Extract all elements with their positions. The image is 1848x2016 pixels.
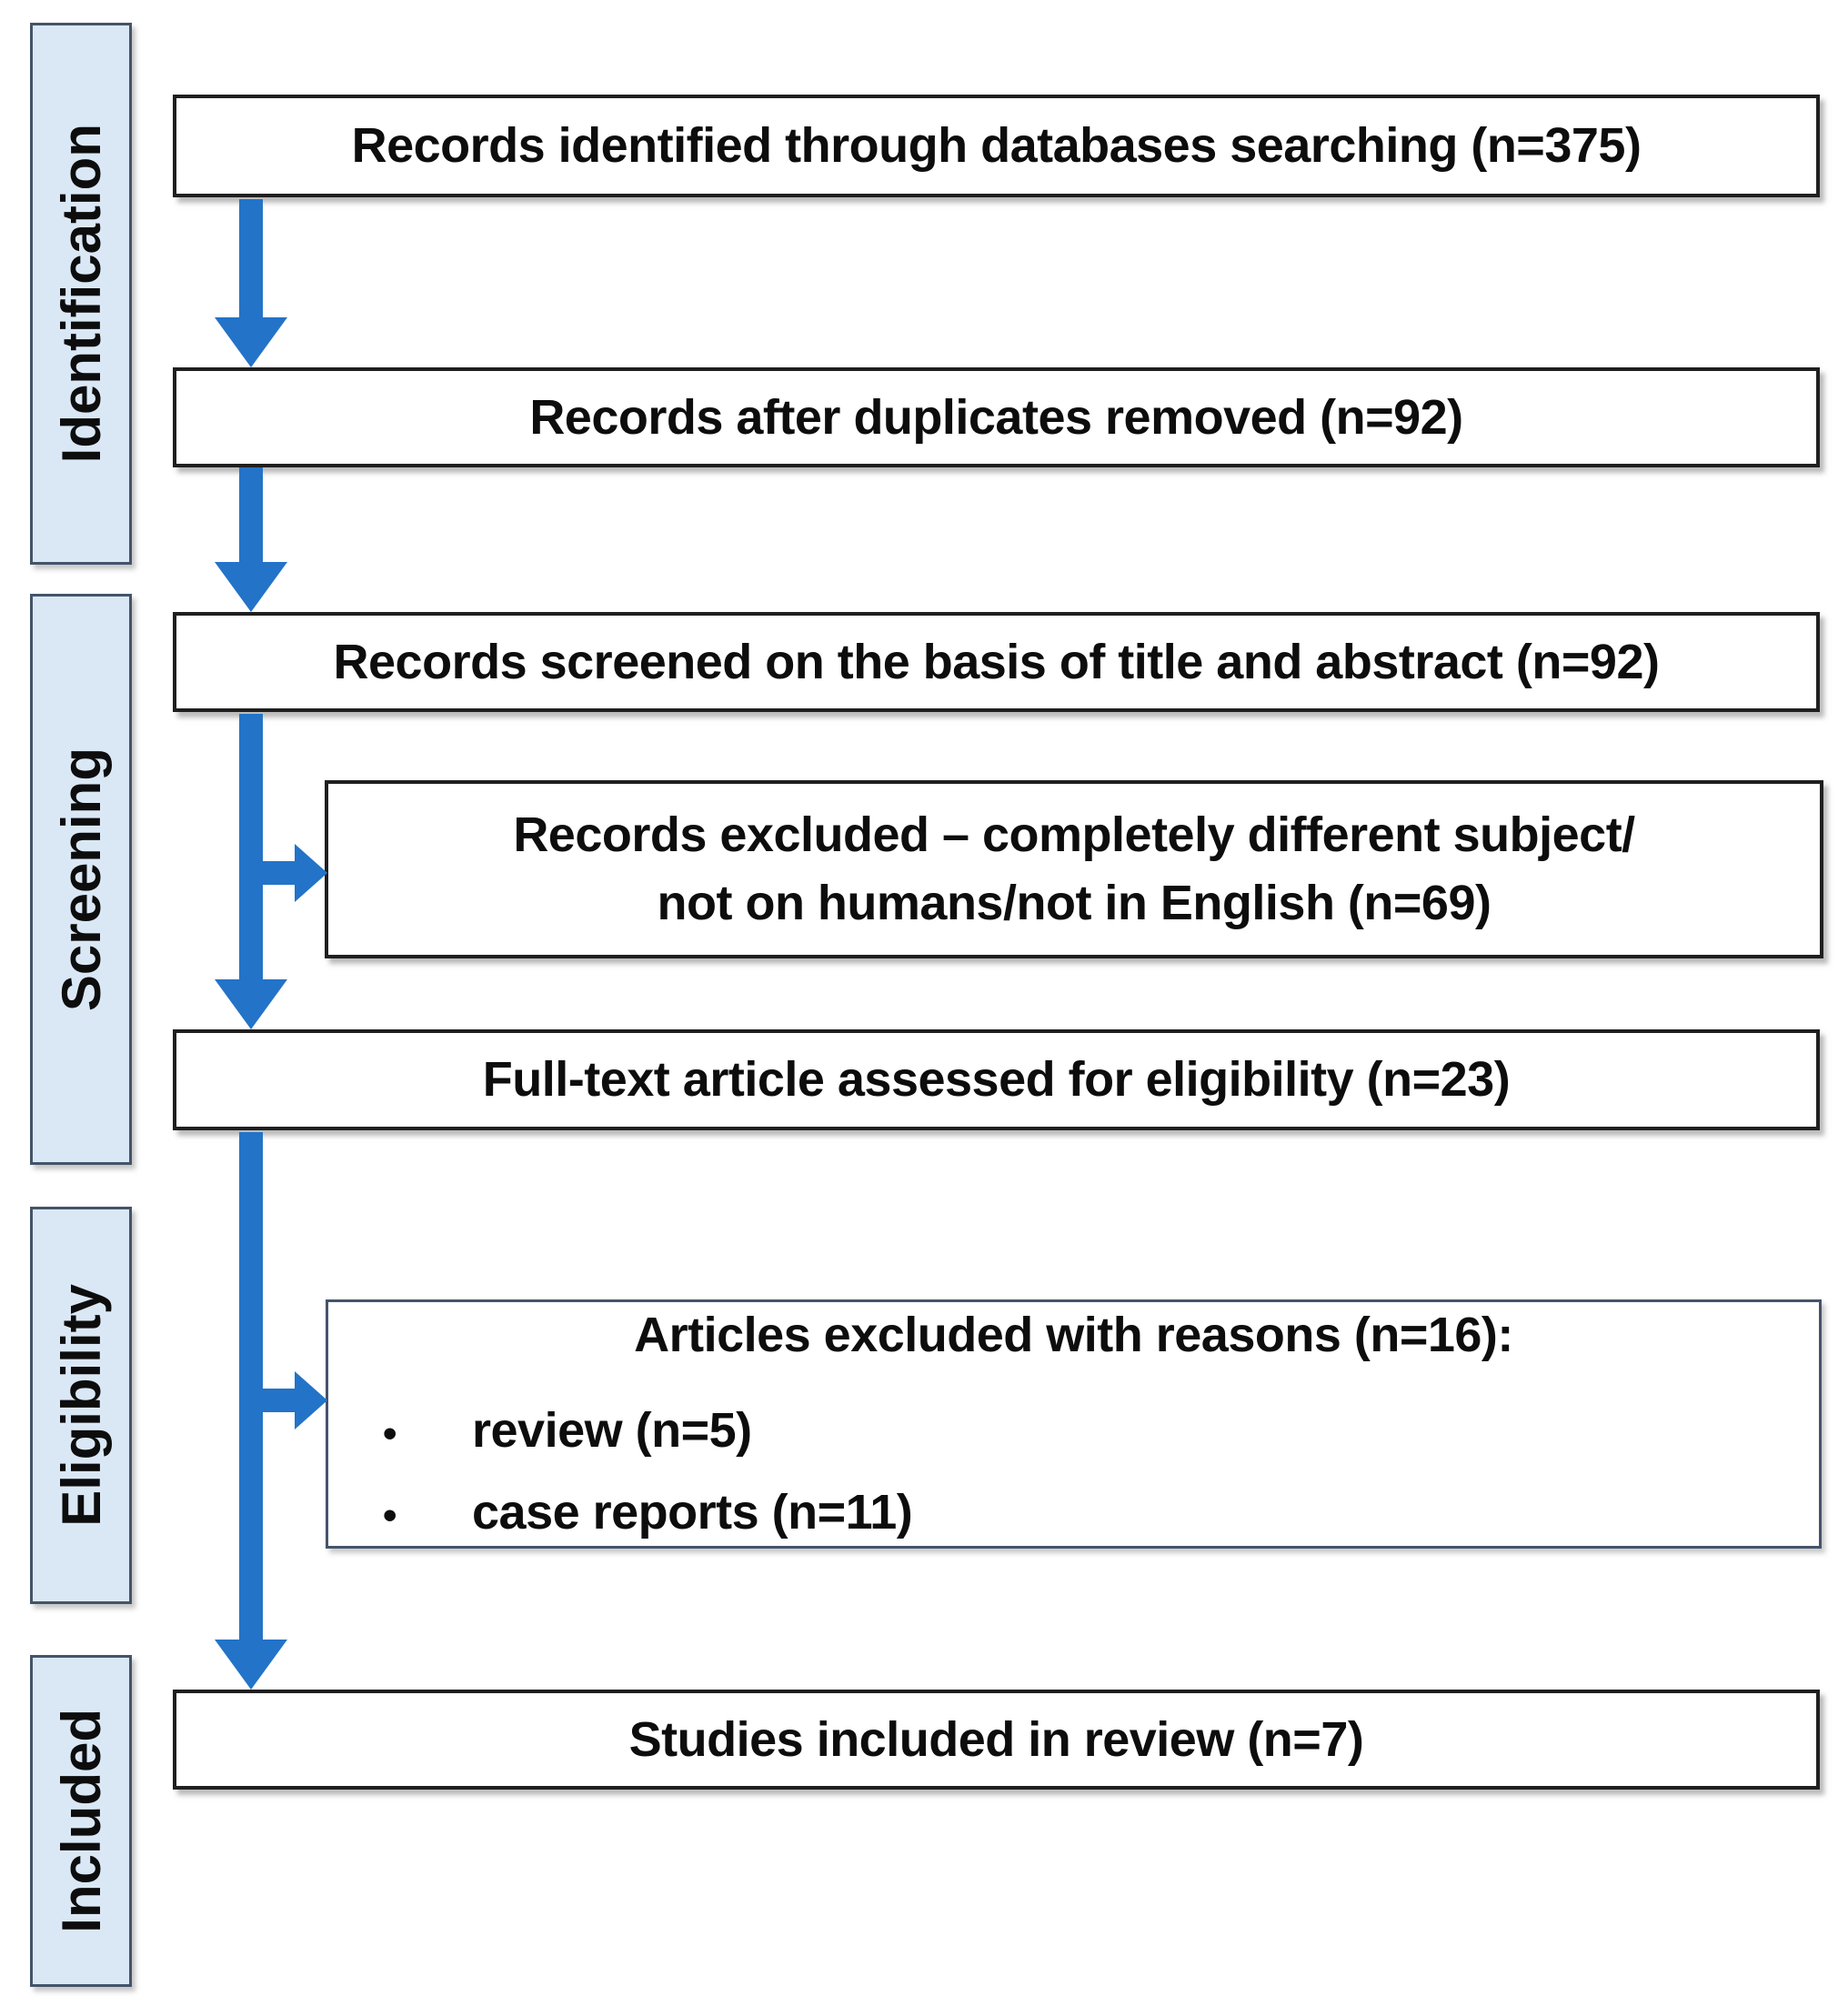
arrowhead-down-icon (215, 979, 287, 1029)
stage-screening-label: Screening (50, 747, 112, 1012)
box-studies-included: Studies included in review (n=7) (173, 1690, 1820, 1790)
arrowhead-down-icon (215, 562, 287, 612)
box-records-identified-text: Records identified through databases sea… (351, 118, 1642, 174)
arrow-stem (262, 1389, 296, 1412)
arrowhead-right-icon (295, 1371, 327, 1429)
arrowhead-down-icon (215, 317, 287, 367)
box-records-excluded-line2: not on humans/not in English (n=69) (657, 876, 1491, 930)
box-fulltext-assessed-text: Full-text article assessed for eligibili… (482, 1052, 1511, 1108)
box-duplicates-removed-text: Records after duplicates removed (n=92) (529, 389, 1463, 445)
excluded-reason-item: • review (n=5) (346, 1397, 1801, 1465)
stage-identification: Identification (30, 23, 132, 565)
box-records-screened: Records screened on the basis of title a… (173, 612, 1820, 712)
excluded-reason-item: • case reports (n=11) (346, 1479, 1801, 1547)
box-studies-included-text: Studies included in review (n=7) (628, 1711, 1364, 1767)
box-records-excluded-line1: Records excluded – completely different … (513, 807, 1635, 863)
box-records-identified: Records identified through databases sea… (173, 95, 1820, 197)
stage-identification-label: Identification (50, 124, 112, 464)
bullet-icon: • (383, 1410, 397, 1456)
arrowhead-down-icon (215, 1640, 287, 1690)
arrow-stem (239, 199, 263, 318)
arrow-stem (239, 714, 263, 980)
bullet-icon: • (383, 1493, 397, 1539)
stage-screening: Screening (30, 594, 132, 1165)
stage-included-label: Included (50, 1709, 112, 1933)
box-duplicates-removed: Records after duplicates removed (n=92) (173, 367, 1820, 467)
stage-included: Included (30, 1655, 132, 1987)
stage-eligibility: Eligibility (30, 1207, 132, 1604)
box-records-excluded: Records excluded – completely different … (325, 780, 1823, 958)
arrow-stem (239, 467, 263, 563)
stage-eligibility-label: Eligibility (50, 1284, 112, 1527)
arrowhead-right-icon (295, 844, 327, 902)
arrow-stem (262, 861, 296, 885)
excluded-reason-review: review (n=5) (472, 1402, 752, 1458)
box-articles-excluded-title: Articles excluded with reasons (n=16): (634, 1308, 1513, 1363)
box-records-screened-text: Records screened on the basis of title a… (333, 634, 1660, 689)
excluded-reason-case-reports: case reports (n=11) (472, 1485, 913, 1540)
box-articles-excluded: Articles excluded with reasons (n=16): •… (326, 1299, 1822, 1549)
box-fulltext-assessed: Full-text article assessed for eligibili… (173, 1029, 1820, 1130)
arrow-stem (239, 1132, 263, 1640)
